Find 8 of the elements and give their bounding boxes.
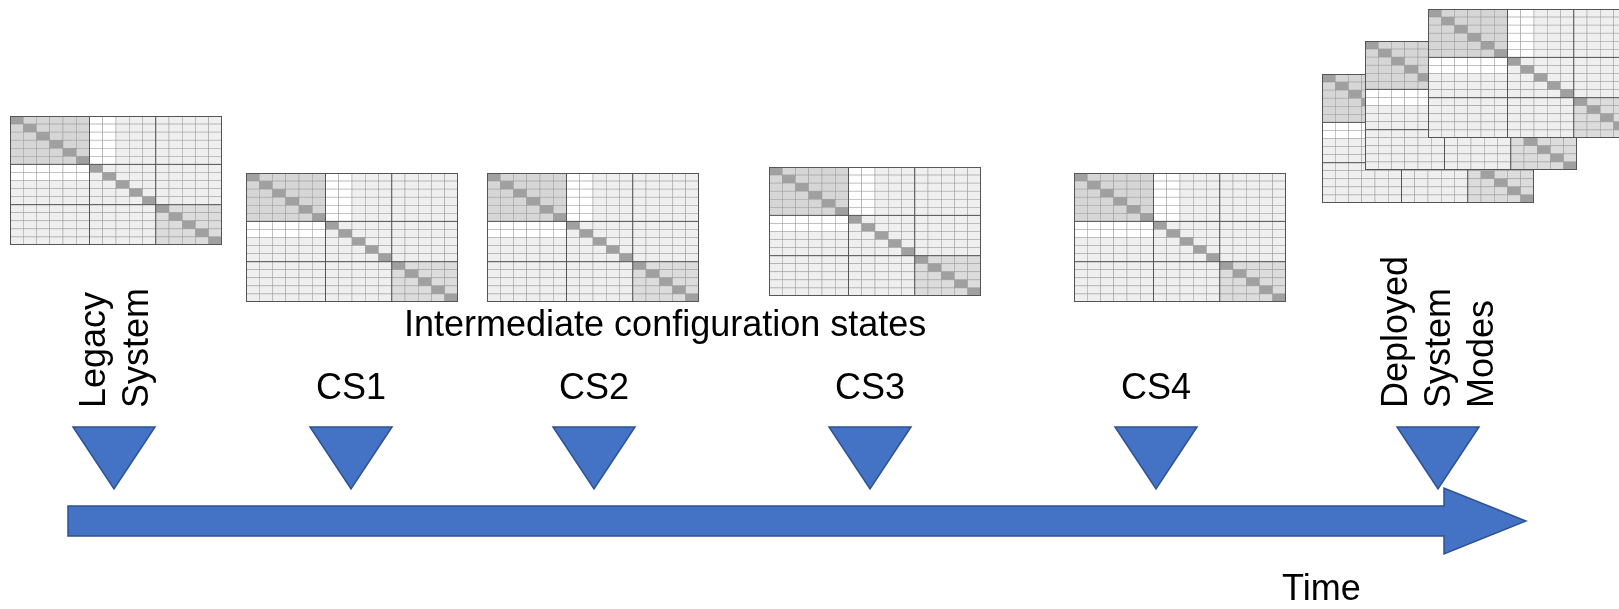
- milestone-label: Legacy System: [70, 286, 157, 408]
- milestone-label: CS3: [835, 364, 905, 408]
- milestone-label: CS1: [316, 364, 386, 408]
- milestone-label: CS2: [559, 364, 629, 408]
- milestone-label: CS4: [1121, 364, 1191, 408]
- group-caption: Intermediate configuration states: [404, 302, 927, 346]
- axis-label: Time: [1282, 566, 1361, 609]
- milestone-label: Deployed System Modes: [1373, 254, 1503, 408]
